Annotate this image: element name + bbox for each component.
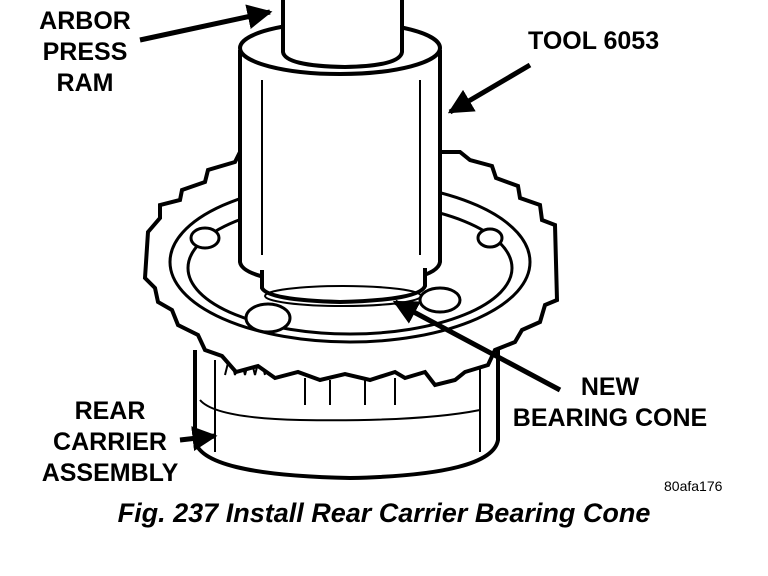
carrier-face-holes — [189, 226, 504, 334]
label-tool-6053: TOOL 6053 — [528, 27, 660, 55]
leader-arrows — [139, 4, 562, 451]
figure-code: 80afa176 — [664, 478, 723, 494]
figure-caption: Fig. 237 Install Rear Carrier Bearing Co… — [117, 498, 651, 528]
rear-carrier-assembly — [193, 350, 500, 481]
label-rear-carrier-assembly: REAR CARRIER ASSEMBLY — [41, 397, 179, 487]
label-new-bearing-cone: NEW BEARING CONE — [512, 373, 708, 432]
arbor-press-ram — [281, 0, 404, 70]
bearing-cone — [260, 268, 427, 307]
label-arbor-press-ram: ARBOR PRESS RAM — [39, 7, 131, 97]
